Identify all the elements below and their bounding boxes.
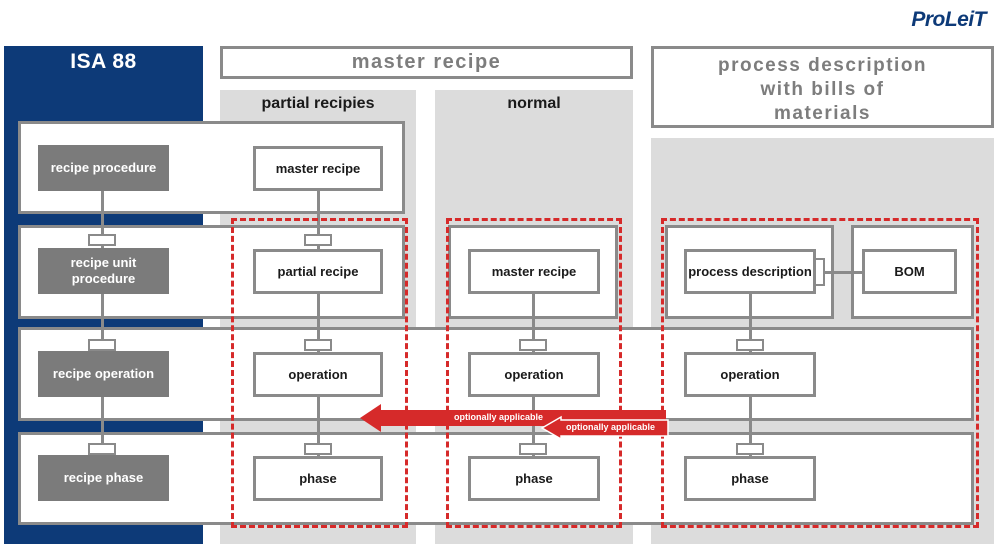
normal-dashed-region — [446, 218, 622, 528]
master-recipe-header: master recipe — [220, 46, 633, 79]
joint — [519, 443, 547, 455]
partial-dashed-region — [231, 218, 408, 528]
partial-recipe-node: partial recipe — [253, 249, 383, 294]
partial-master-recipe-node: master recipe — [253, 146, 383, 191]
bom-node: BOM — [862, 249, 957, 294]
normal-master-recipe-node: master recipe — [468, 249, 600, 294]
isa88-connector-line — [101, 190, 104, 458]
recipe-phase-box: recipe phase — [38, 455, 169, 501]
joint — [519, 339, 547, 351]
process-operation-node: operation — [684, 352, 816, 397]
joint — [736, 339, 764, 351]
proleit-logo: ProLeiT — [911, 8, 986, 31]
isa88-title: ISA 88 — [70, 50, 137, 73]
recipe-procedure-box: recipe procedure — [38, 145, 169, 191]
short-arrow-label: optionally applicable — [566, 422, 656, 432]
normal-operation-node: operation — [468, 352, 600, 397]
process-phase-node: phase — [684, 456, 816, 501]
joint — [88, 339, 116, 351]
partial-phase-node: phase — [253, 456, 383, 501]
joint — [304, 339, 332, 351]
joint — [304, 443, 332, 455]
partial-recipes-label: partial recipies — [261, 95, 375, 112]
process-description-header: process description with bills of materi… — [651, 46, 994, 128]
joint — [88, 234, 116, 246]
normal-label: normal — [507, 95, 561, 112]
recipe-operation-box: recipe operation — [38, 351, 169, 397]
bom-connector-line — [815, 271, 865, 274]
joint — [304, 234, 332, 246]
process-dashed-region — [661, 218, 979, 528]
joint — [88, 443, 116, 455]
process-description-node: process description — [684, 249, 816, 294]
normal-phase-node: phase — [468, 456, 600, 501]
long-arrow-label: optionally applicable — [454, 412, 544, 422]
short-optional-arrow — [540, 415, 669, 441]
partial-connector-line — [317, 180, 320, 458]
joint — [736, 443, 764, 455]
partial-operation-node: operation — [253, 352, 383, 397]
recipe-unit-procedure-box: recipe unit procedure — [38, 248, 169, 294]
